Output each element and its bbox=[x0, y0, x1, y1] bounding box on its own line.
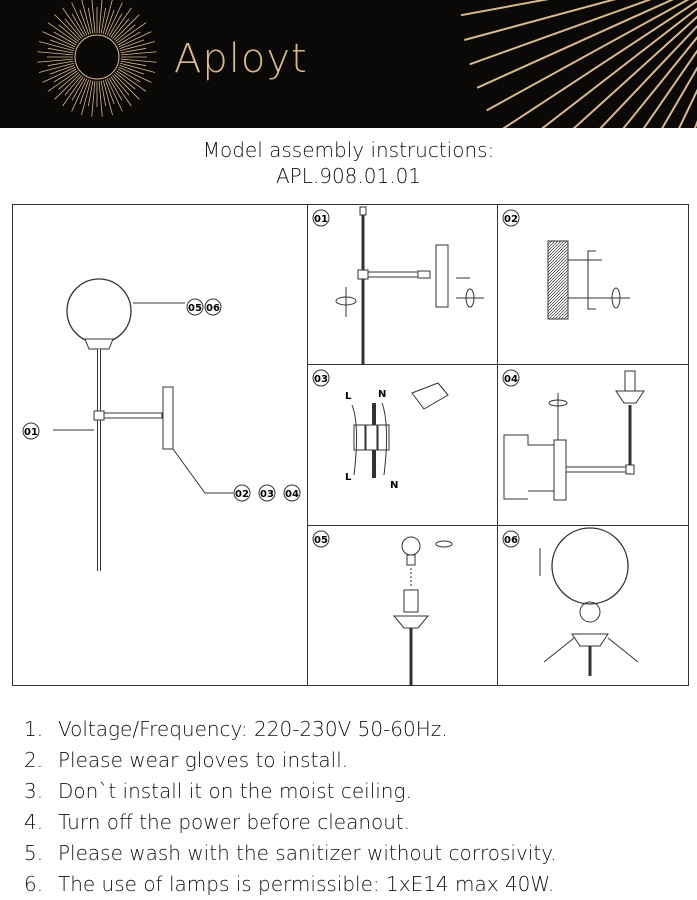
brand-header: Aployt bbox=[0, 0, 697, 128]
page-title: Model assembly instructions: bbox=[202, 138, 495, 162]
model-number: APL.908.01.01 bbox=[275, 164, 422, 188]
step-03-panel: 03 L N L N bbox=[307, 364, 498, 526]
note-item: 5. Please wash with the sanitizer without… bbox=[24, 838, 557, 869]
part-label-02: 02 bbox=[235, 489, 249, 500]
note-number: 3. bbox=[24, 779, 44, 803]
note-text: Turn off the power before cleanout. bbox=[58, 810, 411, 834]
note-text: Voltage/Frequency: 220-230V 50-60Hz. bbox=[58, 717, 448, 741]
note-item: 1. Voltage/Frequency: 220-230V 50-60Hz. bbox=[24, 714, 557, 745]
safety-notes-list: 1. Voltage/Frequency: 220-230V 50-60Hz. 2.… bbox=[24, 714, 557, 900]
part-label-03: 03 bbox=[260, 489, 274, 500]
note-text: Please wash with the sanitizer without c… bbox=[58, 841, 557, 865]
note-text: Please wear gloves to install. bbox=[58, 748, 349, 772]
note-text: Don`t install it on the moist ceiling. bbox=[58, 779, 412, 803]
step-05-panel: 05 bbox=[307, 525, 498, 686]
note-number: 1. bbox=[24, 717, 44, 741]
step-02-panel: 02 bbox=[497, 204, 689, 365]
lamp-overview-diagram: 05 06 01 02 03 04 bbox=[22, 278, 301, 571]
note-number: 6. bbox=[24, 872, 44, 896]
wire-neutral-label: N bbox=[390, 480, 398, 491]
step-01-panel: 01 bbox=[307, 204, 498, 365]
note-item: 2. Please wear gloves to install. bbox=[24, 745, 557, 776]
note-item: 3. Don`t install it on the moist ceiling. bbox=[24, 776, 557, 807]
wire-live-label: L bbox=[345, 391, 352, 402]
assembly-diagram: 05 06 01 02 03 04 01 02 03 L N L N 04 bbox=[12, 204, 689, 686]
step-number: 04 bbox=[504, 374, 518, 385]
step-number: 05 bbox=[314, 535, 328, 546]
note-item: 4. Turn off the power before cleanout. bbox=[24, 807, 557, 838]
wire-neutral-label: N bbox=[378, 389, 386, 400]
step-number: 02 bbox=[504, 214, 518, 225]
part-label-04: 04 bbox=[285, 489, 299, 500]
part-label-06: 06 bbox=[206, 303, 220, 314]
step-number: 06 bbox=[504, 535, 518, 546]
step-number: 01 bbox=[314, 214, 328, 225]
step-04-panel: 04 bbox=[497, 364, 689, 526]
step-number: 03 bbox=[314, 374, 328, 385]
part-label-01: 01 bbox=[24, 427, 38, 438]
note-item: 6. The use of lamps is permissible: 1xE14… bbox=[24, 869, 557, 900]
brand-logo: Aployt bbox=[174, 36, 308, 82]
note-number: 4. bbox=[24, 810, 44, 834]
note-number: 5. bbox=[24, 841, 44, 865]
note-number: 2. bbox=[24, 748, 44, 772]
note-text: The use of lamps is permissible: 1xE14 m… bbox=[58, 872, 555, 896]
wire-live-label: L bbox=[345, 472, 352, 483]
step-06-panel: 06 bbox=[497, 525, 689, 686]
sunburst-logo-icon bbox=[37, 0, 697, 128]
part-label-05: 05 bbox=[188, 303, 202, 314]
